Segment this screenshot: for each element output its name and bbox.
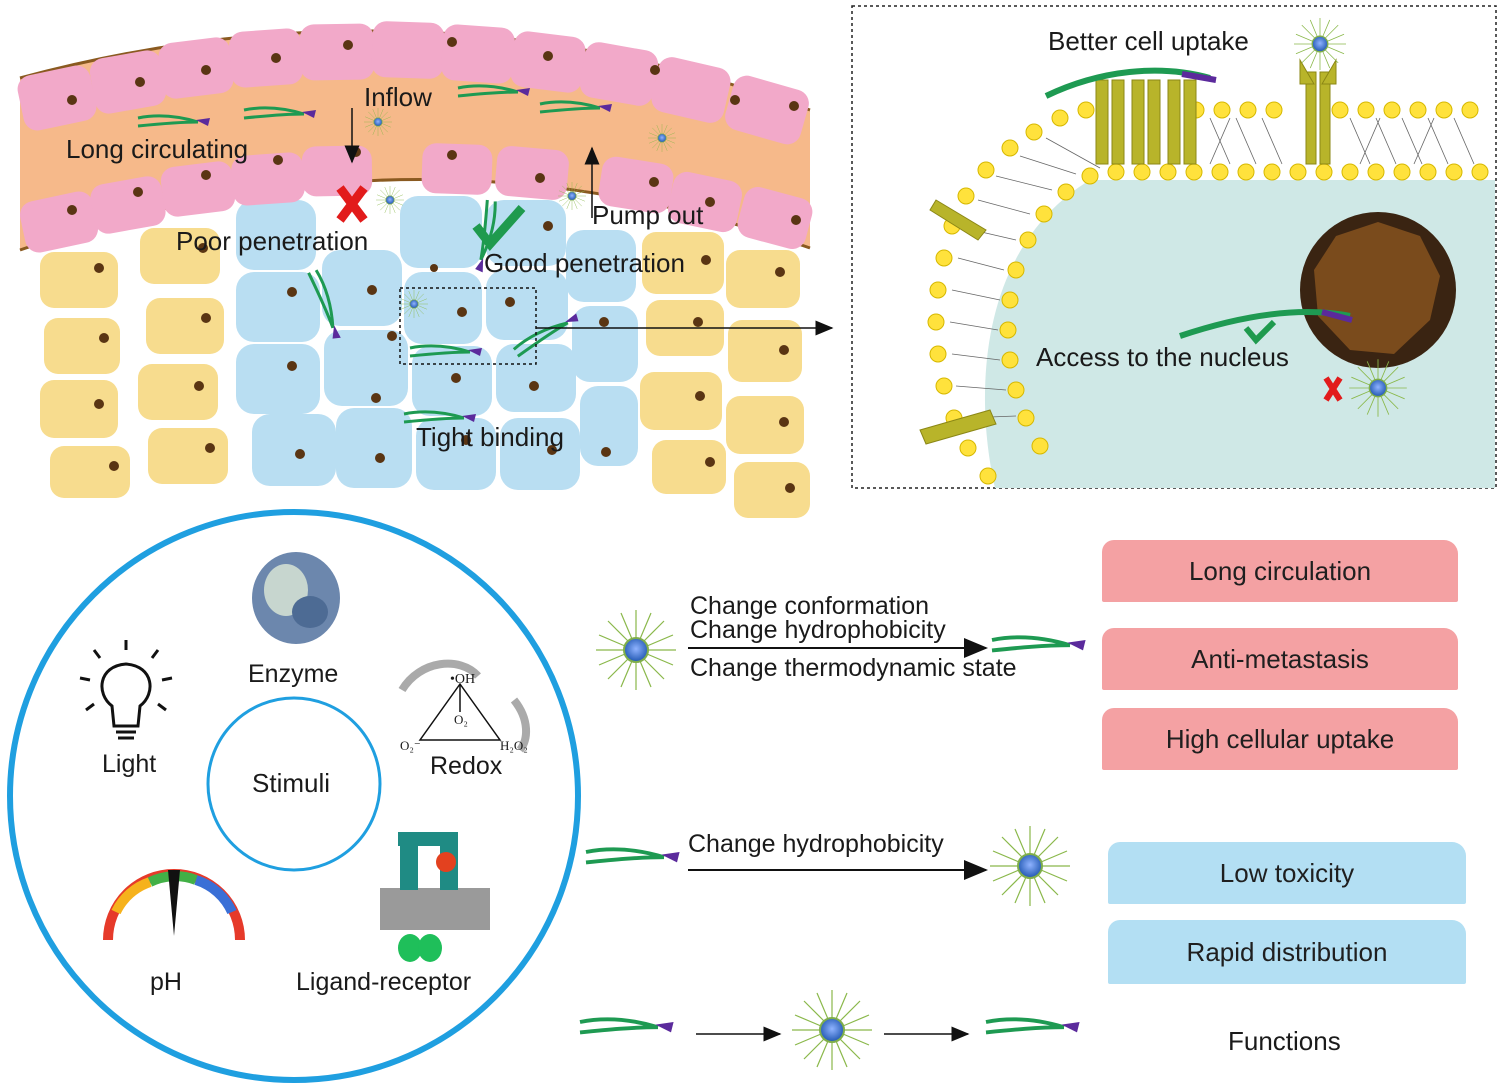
enzyme-icon xyxy=(252,552,340,644)
fiber-left-mid xyxy=(584,847,682,865)
micelle-right-mid xyxy=(989,825,1071,907)
redox-o2-center: O₂ xyxy=(454,712,468,727)
tumor-tissue-cells xyxy=(236,196,638,490)
function-box-long-circulation: Long circulation xyxy=(1102,540,1458,602)
good-penetration-label: Good penetration xyxy=(484,248,685,278)
change-hydrophobicity-label: Change hydrophobicity xyxy=(690,616,946,644)
endothelial-nuclei xyxy=(67,37,801,225)
better-cell-uptake-label: Better cell uptake xyxy=(1048,26,1249,56)
nuclear-fiber-head xyxy=(1321,309,1353,323)
change-thermodynamic-label: Change thermodynamic state xyxy=(690,654,1017,682)
function-box-low-toxicity: Low toxicity xyxy=(1108,842,1466,904)
redox-h2o2: H₂O₂ xyxy=(500,738,528,753)
access-nucleus-label: Access to the nucleus xyxy=(1036,342,1289,372)
endothelial-cells xyxy=(17,21,813,253)
light-bulb-icon xyxy=(79,640,173,740)
ph-label: pH xyxy=(150,968,182,996)
change-conformation-label: Change conformation xyxy=(690,592,930,620)
light-label: Light xyxy=(102,750,157,778)
poor-penetration-cross-icon xyxy=(336,185,368,223)
ligand-receptor-label: Ligand-receptor xyxy=(296,968,472,996)
membrane-tails xyxy=(949,117,1475,419)
nucleus-check-icon xyxy=(1243,319,1277,345)
redox-icon xyxy=(398,659,530,753)
good-penetration-check-icon xyxy=(472,205,526,252)
long-circulating-label: Long circulating xyxy=(66,134,249,164)
function-box-anti-metastasis: Anti-metastasis xyxy=(1102,628,1458,690)
membrane-inner xyxy=(999,163,1489,455)
normal-tissue-cells xyxy=(40,228,810,518)
nucleus-cross-icon xyxy=(1323,376,1343,402)
pump-out-label: Pump out xyxy=(592,200,704,230)
function-box-cellular-uptake: High cellular uptake xyxy=(1102,708,1458,770)
stimuli-center-label: Stimuli xyxy=(252,768,331,798)
receptor-icons xyxy=(919,58,1337,445)
tight-binding-label: Tight binding xyxy=(416,422,564,452)
fiber-cycle-2 xyxy=(984,1017,1082,1035)
inflow-label: Inflow xyxy=(364,82,432,112)
function-box-rapid-distribution: Rapid distribution xyxy=(1108,920,1466,984)
stimuli-inner-circle xyxy=(206,696,382,872)
fiber-right-top xyxy=(990,635,1088,653)
membrane-outer xyxy=(927,101,1479,485)
ligand-receptor-icon xyxy=(380,832,490,962)
stimuli-outer-circle xyxy=(7,509,581,1083)
tissue-nuclei xyxy=(94,221,795,493)
redox-o2-left: O₂⁻ xyxy=(400,738,421,753)
zoom-region-box xyxy=(399,287,537,365)
poor-penetration-label: Poor penetration xyxy=(176,226,369,256)
functions-label: Functions xyxy=(1228,1026,1341,1056)
fiber-cycle-1 xyxy=(578,1017,676,1035)
redox-label: Redox xyxy=(430,752,503,780)
enzyme-label: Enzyme xyxy=(248,660,339,688)
micelle-cycle xyxy=(791,989,873,1071)
micelle-left xyxy=(595,609,677,691)
bound-fiber-head xyxy=(1181,71,1217,83)
change-hydrophobicity-reverse-label: Change hydrophobicity xyxy=(688,830,944,858)
nucleus xyxy=(1300,212,1456,368)
redox-oh: •OH xyxy=(450,672,476,687)
ph-meter-icon xyxy=(103,869,245,941)
